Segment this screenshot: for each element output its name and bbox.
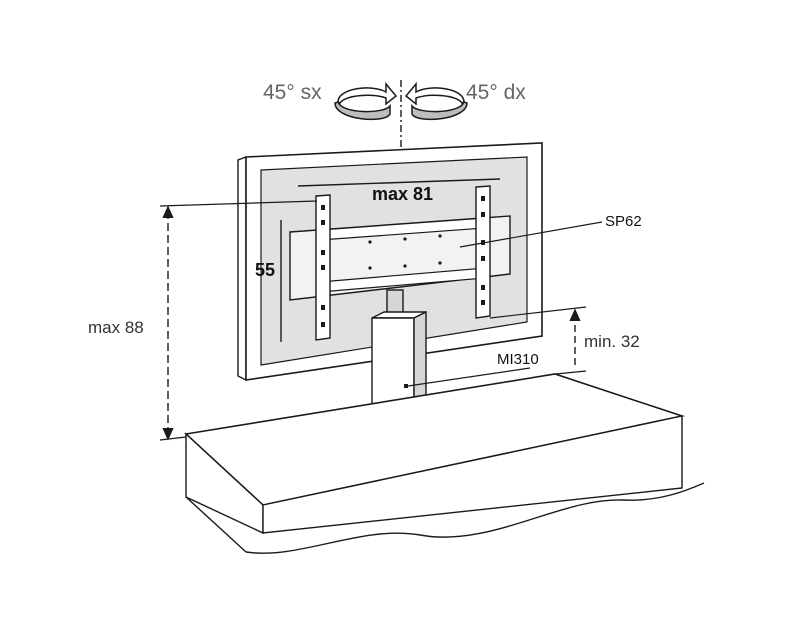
max-height-label: max 88 xyxy=(88,318,144,337)
sp62-label: SP62 xyxy=(605,213,642,230)
max-width-label: max 81 xyxy=(372,184,433,204)
rotate-right-arrow-band xyxy=(411,101,468,121)
min-height-label: min. 32 xyxy=(584,332,640,351)
rotate-left-arrow-band xyxy=(334,101,391,121)
mi310-leader xyxy=(407,367,531,387)
cabinet-cut-edge xyxy=(245,482,705,554)
column-base-mark xyxy=(404,384,408,388)
min-height-dimension xyxy=(489,306,587,375)
bracket-holes xyxy=(321,196,485,327)
cabinet-front xyxy=(262,415,683,534)
rotate-left-arrow xyxy=(337,81,398,106)
rotate-right-label: 45° dx xyxy=(466,81,526,104)
column-mi310 xyxy=(371,289,427,413)
screen-height-label: 55 xyxy=(255,260,275,280)
cabinet xyxy=(184,373,705,554)
width-dimension-line xyxy=(297,178,501,187)
rotation-indicator xyxy=(334,80,468,178)
rotate-right-arrow xyxy=(404,81,465,106)
tv-side-edge xyxy=(237,155,247,382)
max-height-dimension xyxy=(159,200,318,441)
rotate-left-label: 45° sx xyxy=(263,81,322,104)
sp62-leader xyxy=(459,221,603,248)
mi310-label: MI310 xyxy=(497,351,539,368)
bracket-sp62 xyxy=(289,185,511,341)
bracket-right-arm xyxy=(475,185,491,319)
